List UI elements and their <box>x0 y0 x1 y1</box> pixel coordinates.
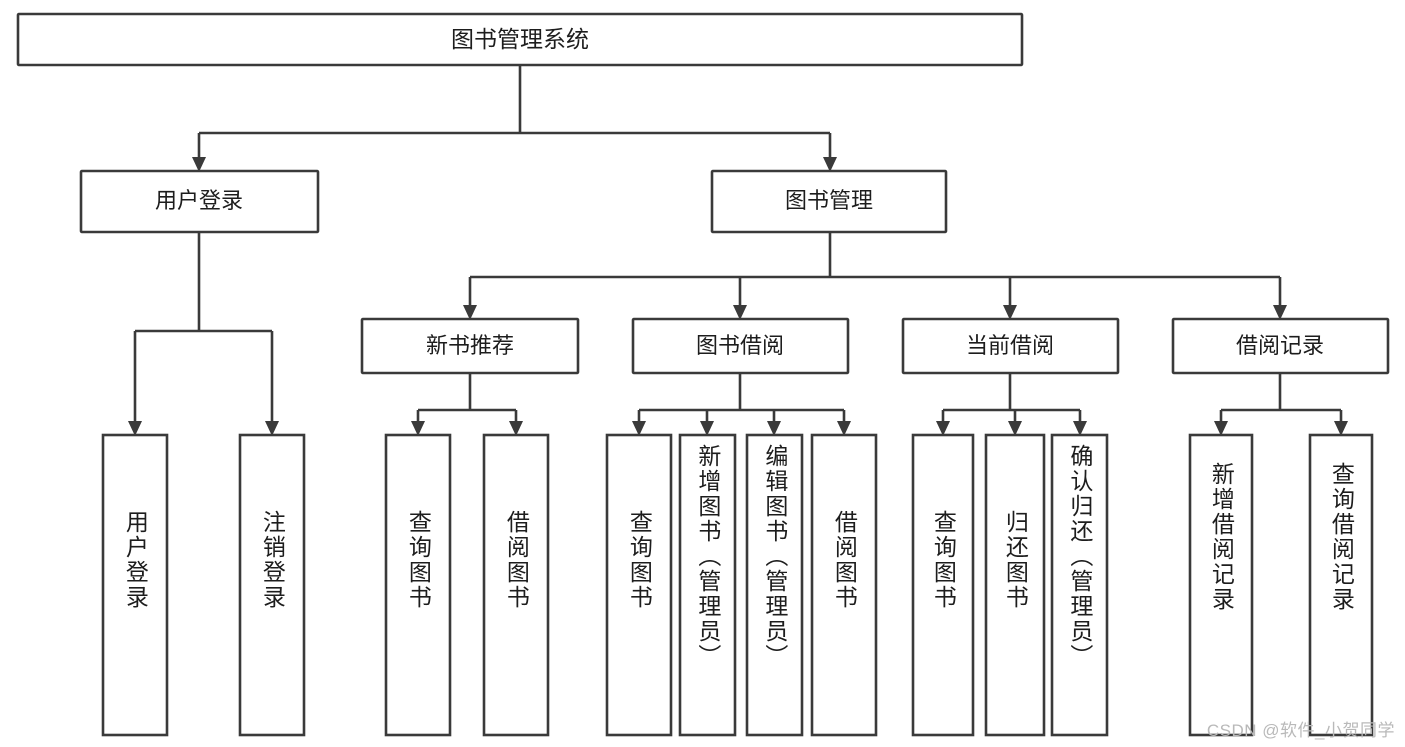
leaf-box-query-borrow-record[interactable] <box>1308 433 1374 737</box>
node-book-borrow-label: 图书借阅 <box>696 333 784 358</box>
node-user-login-box[interactable] <box>79 169 320 234</box>
node-user-login-label: 用户登录 <box>155 188 243 213</box>
arrowhead-book-mgmt <box>823 157 837 172</box>
node-book-management-box[interactable] <box>710 169 948 234</box>
csdn-watermark: CSDN @软件_小贺同学 <box>1206 721 1395 740</box>
connector-group <box>128 65 1348 436</box>
arrowhead-current-leaf-3 <box>1073 421 1087 436</box>
node-current-borrow-label: 当前借阅 <box>966 333 1054 358</box>
arrowhead-leaf-user-login <box>128 421 142 436</box>
leaf-box-return-book[interactable] <box>984 433 1046 737</box>
arrowhead-newbook-leaf-1 <box>411 421 425 436</box>
node-book-borrow-box[interactable] <box>631 317 850 375</box>
node-book-management[interactable]: 图书管理 <box>710 169 948 234</box>
node-new-book-recommend[interactable]: 新书推荐 <box>360 317 580 375</box>
arrowhead-current-leaf-2 <box>1008 421 1022 436</box>
node-root-box[interactable] <box>16 12 1024 67</box>
node-root-label: 图书管理系统 <box>451 26 589 52</box>
leaf-box-group <box>101 433 1374 737</box>
node-borrow-record-box[interactable] <box>1171 317 1390 375</box>
arrowhead-book-borrow <box>733 305 747 320</box>
leaf-box-borrow-book-newrec[interactable] <box>482 433 550 737</box>
leaf-box-add-borrow-record[interactable] <box>1188 433 1254 737</box>
node-book-borrow[interactable]: 图书借阅 <box>631 317 850 375</box>
node-new-book-recommend-label: 新书推荐 <box>426 333 514 358</box>
node-current-borrow[interactable]: 当前借阅 <box>901 317 1120 375</box>
node-current-borrow-box[interactable] <box>901 317 1120 375</box>
arrowhead-borrow-record <box>1273 305 1287 320</box>
leaf-box-query-book-current[interactable] <box>911 433 975 737</box>
leaf-box-add-book-admin[interactable] <box>678 433 737 737</box>
arrowhead-record-leaf-1 <box>1214 421 1228 436</box>
arrowhead-borrow-leaf-1 <box>632 421 646 436</box>
leaf-box-user-login[interactable] <box>101 433 169 737</box>
node-new-book-recommend-box[interactable] <box>360 317 580 375</box>
node-borrow-record-label: 借阅记录 <box>1236 333 1324 358</box>
arrowhead-user-login <box>192 157 206 172</box>
arrowhead-borrow-leaf-3 <box>767 421 781 436</box>
leaf-box-borrow-book[interactable] <box>810 433 878 737</box>
arrowhead-leaf-logout <box>265 421 279 436</box>
node-user-login[interactable]: 用户登录 <box>79 169 320 234</box>
arrowhead-current-borrow <box>1003 305 1017 320</box>
arrowhead-borrow-leaf-4 <box>837 421 851 436</box>
arrowhead-borrow-leaf-2 <box>700 421 714 436</box>
arrowhead-new-book-rec <box>463 305 477 320</box>
arrowhead-newbook-leaf-2 <box>509 421 523 436</box>
arrowhead-current-leaf-1 <box>936 421 950 436</box>
node-borrow-record[interactable]: 借阅记录 <box>1171 317 1390 375</box>
leaf-box-query-book-borrow[interactable] <box>605 433 673 737</box>
arrowhead-record-leaf-2 <box>1334 421 1348 436</box>
node-root[interactable]: 图书管理系统 <box>16 12 1024 67</box>
node-book-management-label: 图书管理 <box>785 188 873 213</box>
leaf-box-logout[interactable] <box>238 433 306 737</box>
leaf-box-confirm-return-admin[interactable] <box>1050 433 1109 737</box>
leaf-box-query-book-newrec[interactable] <box>384 433 452 737</box>
leaf-box-edit-book-admin[interactable] <box>745 433 804 737</box>
